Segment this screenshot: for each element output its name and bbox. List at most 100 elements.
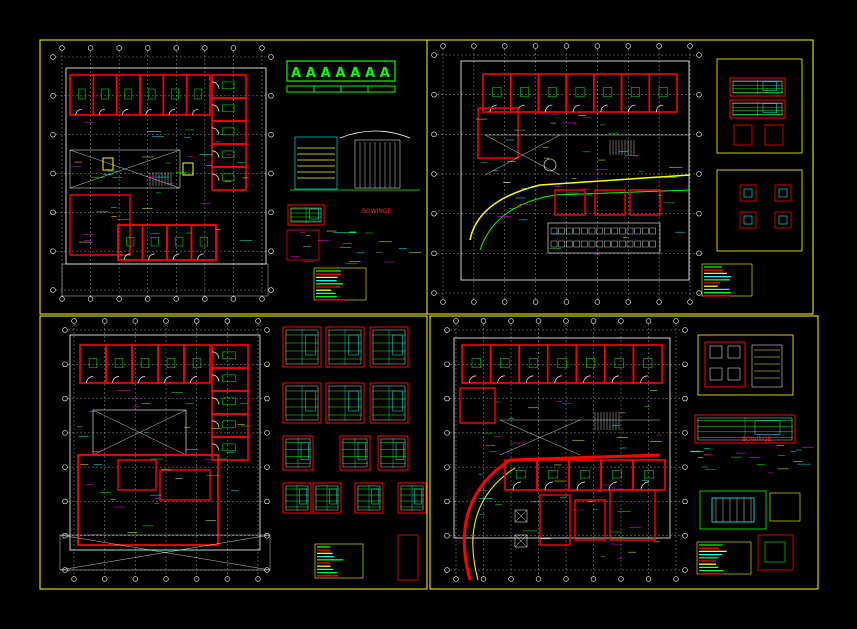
axis-bubble-bottom — [87, 296, 94, 302]
axis-bubble-right — [264, 361, 270, 367]
door-swing — [576, 481, 586, 491]
door-swing — [525, 375, 534, 384]
desk — [596, 227, 603, 235]
axis-bubble-bottom — [440, 299, 446, 305]
detail-frame — [757, 534, 794, 571]
room-furniture — [611, 470, 623, 479]
axis-bubble-bottom — [193, 576, 200, 582]
detail-frame — [282, 326, 322, 368]
axis-bubble-bottom — [687, 299, 693, 305]
room-furniture — [643, 358, 653, 369]
sheet-frame-2 — [426, 39, 814, 315]
door-swing — [75, 108, 82, 116]
detail-opening — [309, 208, 319, 220]
door-swing — [211, 173, 220, 181]
elevation-letter: A — [291, 66, 301, 81]
sheet-3-floor-plan — [59, 318, 427, 582]
door-swing — [572, 104, 581, 113]
room-furniture — [222, 420, 236, 429]
detail-opening — [395, 442, 404, 461]
detail-opening — [305, 390, 316, 412]
sheet-1-elevation — [286, 130, 422, 301]
window — [727, 367, 741, 381]
axis-bubble-top — [230, 45, 237, 51]
desk — [604, 227, 611, 235]
door-swing — [211, 420, 220, 428]
axis-bubble-right — [696, 171, 702, 177]
axis-bubble-left — [50, 131, 56, 138]
ramp-diagonal — [59, 534, 271, 571]
room-wall — [459, 387, 496, 424]
door-swing — [122, 108, 129, 116]
desk — [642, 227, 649, 235]
elevation-letter: A — [365, 66, 375, 81]
axis-bubble-top — [59, 45, 65, 51]
axis-bubble-top — [173, 45, 179, 51]
elevation-panel — [697, 334, 794, 396]
sheet-3-door-details — [282, 326, 427, 514]
detail-frame — [694, 414, 796, 444]
sheet-1-floor-plan — [50, 45, 422, 302]
detail-frame — [764, 124, 784, 146]
room-wall — [629, 189, 661, 216]
desk — [626, 240, 634, 248]
room-wall — [190, 224, 217, 261]
axis-bubble-right — [696, 250, 702, 257]
room-furniture — [221, 81, 235, 90]
room-furniture — [114, 358, 124, 369]
open-area-diagonal — [92, 409, 187, 456]
axis-bubble-right — [696, 91, 702, 98]
detail-frame — [729, 77, 786, 97]
detail-opening — [357, 442, 366, 461]
axis-bubble-top — [471, 43, 477, 49]
desk — [588, 227, 596, 235]
door-swing — [628, 104, 636, 113]
room-furniture — [221, 173, 235, 182]
axis-bubble-top — [618, 318, 624, 324]
door-swing — [211, 443, 220, 451]
room-wall — [539, 494, 571, 546]
facade-block — [354, 139, 401, 189]
axis-bubble-right — [268, 209, 274, 216]
room-furniture — [221, 150, 235, 159]
detail-frame — [354, 482, 384, 514]
room-furniture — [614, 358, 624, 369]
detail-frame — [312, 482, 342, 514]
detail-opening — [305, 334, 316, 356]
hall-diagonal — [499, 419, 581, 456]
axis-bubble-top — [508, 318, 514, 324]
door-swing — [544, 481, 554, 491]
room-furniture — [221, 104, 235, 113]
window — [709, 367, 723, 381]
desk — [649, 227, 656, 235]
axis-bubble-top — [145, 45, 151, 51]
detail-opening — [299, 488, 308, 505]
door-swing — [145, 108, 152, 116]
door-swing — [112, 376, 120, 384]
sheet-frames — [39, 39, 819, 590]
hall-area — [69, 149, 181, 189]
detail-panel — [716, 169, 803, 252]
axis-bubble-left — [50, 54, 56, 60]
axis-bubble-left — [444, 430, 450, 436]
door-swing — [123, 253, 131, 261]
axis-bubble-bottom — [224, 576, 231, 582]
axis-bubble-left — [431, 91, 437, 98]
axis-bubble-bottom — [173, 296, 179, 302]
axis-bubble-bottom — [145, 296, 151, 302]
axis-bubble-bottom — [116, 296, 122, 302]
axis-bubble-bottom — [590, 576, 597, 582]
detail-frame — [729, 99, 786, 119]
footing-core — [778, 188, 788, 198]
room-furniture — [166, 358, 176, 369]
door-swing — [211, 374, 220, 382]
room-wall — [159, 469, 211, 501]
detail-frame — [769, 492, 801, 522]
axis-bubble-left — [50, 170, 56, 177]
building-outline — [69, 334, 261, 551]
desk — [611, 227, 618, 235]
room-furniture — [500, 358, 510, 369]
room-furniture — [175, 237, 184, 247]
door-swing — [211, 104, 220, 112]
sheets-layer — [50, 43, 815, 582]
